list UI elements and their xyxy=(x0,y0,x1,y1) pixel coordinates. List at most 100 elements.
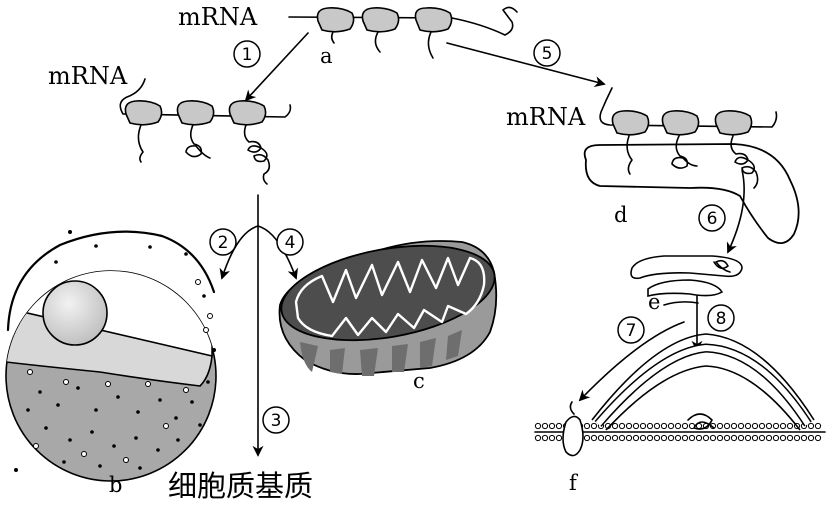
lipid-head xyxy=(611,422,619,430)
cristae xyxy=(294,256,486,338)
lipid-head xyxy=(646,422,654,430)
lipid-head xyxy=(674,434,682,442)
lipid-head xyxy=(555,434,563,442)
step-7-number: 7 xyxy=(626,321,637,341)
lipid-head xyxy=(765,422,773,430)
lipid-head xyxy=(779,422,787,430)
lipid-head xyxy=(632,422,640,430)
lipid-head xyxy=(786,422,794,430)
mrna-label-right: mRNA xyxy=(506,103,586,131)
lipid-head xyxy=(632,434,640,442)
lipid-head xyxy=(583,434,591,442)
lipid-head xyxy=(681,422,689,430)
pathway-5: 5 xyxy=(446,39,606,88)
label-e: e xyxy=(648,290,660,314)
lipid-head xyxy=(639,422,647,430)
ribosome-er3 xyxy=(714,110,759,189)
ribosome-a1 xyxy=(316,7,355,44)
step-1-number: 1 xyxy=(242,45,253,65)
step-4-number: 4 xyxy=(285,233,296,253)
lipid-head xyxy=(667,422,675,430)
golgi-e: e xyxy=(630,255,743,314)
chromatin-dots xyxy=(14,230,216,472)
lipid-head xyxy=(688,434,696,442)
lipid-head xyxy=(653,434,661,442)
label-b: b xyxy=(109,473,122,497)
label-f: f xyxy=(569,471,579,495)
pathway-branch-2-3-4: 2 4 3 xyxy=(209,194,304,457)
ribosome-er1 xyxy=(611,110,650,175)
step-5-number: 5 xyxy=(542,44,553,64)
lipid-head xyxy=(660,422,668,430)
lipid-head xyxy=(548,422,556,430)
lipid-head xyxy=(814,434,822,442)
lipid-head xyxy=(590,434,598,442)
lipid-head xyxy=(681,434,689,442)
lipid-head xyxy=(625,434,633,442)
lipid-head xyxy=(737,434,745,442)
nucleus-b: b xyxy=(5,230,217,497)
lipid-head xyxy=(583,422,591,430)
lipid-head xyxy=(723,434,731,442)
label-c: c xyxy=(413,369,425,393)
lipid-head xyxy=(772,422,780,430)
mrna-label-top: mRNA xyxy=(178,3,258,31)
ribosome-free1 xyxy=(124,100,163,163)
cell-membrane-f: f xyxy=(534,333,826,495)
mrna-chain-a: mRNA a xyxy=(178,3,518,68)
step-6-number: 6 xyxy=(707,209,718,229)
lipid-head xyxy=(793,434,801,442)
mrna-label-left: mRNA xyxy=(48,62,128,90)
nucleolus xyxy=(42,280,108,346)
lipid-head xyxy=(765,434,773,442)
lipid-head xyxy=(779,434,787,442)
rough-er-d xyxy=(583,143,800,244)
lipid-head xyxy=(723,422,731,430)
lipid-head xyxy=(674,422,682,430)
lipid-head xyxy=(758,434,766,442)
lipid-head xyxy=(716,422,724,430)
lipid-head xyxy=(730,434,738,442)
lipid-head xyxy=(709,434,717,442)
nuclear-pores xyxy=(27,279,213,463)
ribosome-free3 xyxy=(228,100,271,185)
lipid-head xyxy=(807,434,815,442)
pathway-1: 1 xyxy=(233,32,309,102)
label-a: a xyxy=(320,44,333,68)
lipid-head xyxy=(737,422,745,430)
mrna-strand-right xyxy=(599,87,778,128)
cytoplasm-matrix-label: 细胞质基质 xyxy=(168,469,313,503)
lipid-head xyxy=(660,434,668,442)
mrna-chain-er: mRNA d xyxy=(506,87,800,244)
lipid-head xyxy=(751,422,759,430)
mrna-strand-top xyxy=(288,6,518,36)
label-d: d xyxy=(614,203,627,227)
membrane-protein xyxy=(562,415,584,457)
ribosome-free2 xyxy=(176,100,215,159)
pathway-7-8: 7 8 xyxy=(578,295,735,402)
lipid-head xyxy=(590,422,598,430)
lipid-head xyxy=(772,434,780,442)
mrna-chain-free: mRNA xyxy=(48,62,292,185)
lipid-head xyxy=(611,434,619,442)
lipid-head xyxy=(541,422,549,430)
lipid-head xyxy=(814,422,822,430)
pathway-7 xyxy=(578,321,685,402)
mrna-strand-left xyxy=(119,78,292,118)
ribosome-a2 xyxy=(361,7,400,53)
step-3-number: 3 xyxy=(271,411,282,431)
lipid-head xyxy=(653,422,661,430)
lipid-head xyxy=(555,422,563,430)
lipid-head xyxy=(758,422,766,430)
lipid-head xyxy=(751,434,759,442)
lipid-head xyxy=(618,434,626,442)
lipid-head xyxy=(667,434,675,442)
lipid-head xyxy=(744,434,752,442)
pathway-2 xyxy=(219,225,259,280)
pathway-6: 6 xyxy=(698,169,745,254)
lipid-head xyxy=(744,422,752,430)
lipid-head xyxy=(639,434,647,442)
lipid-head xyxy=(807,422,815,430)
cristae-cut xyxy=(300,330,462,376)
lipid-head xyxy=(786,434,794,442)
